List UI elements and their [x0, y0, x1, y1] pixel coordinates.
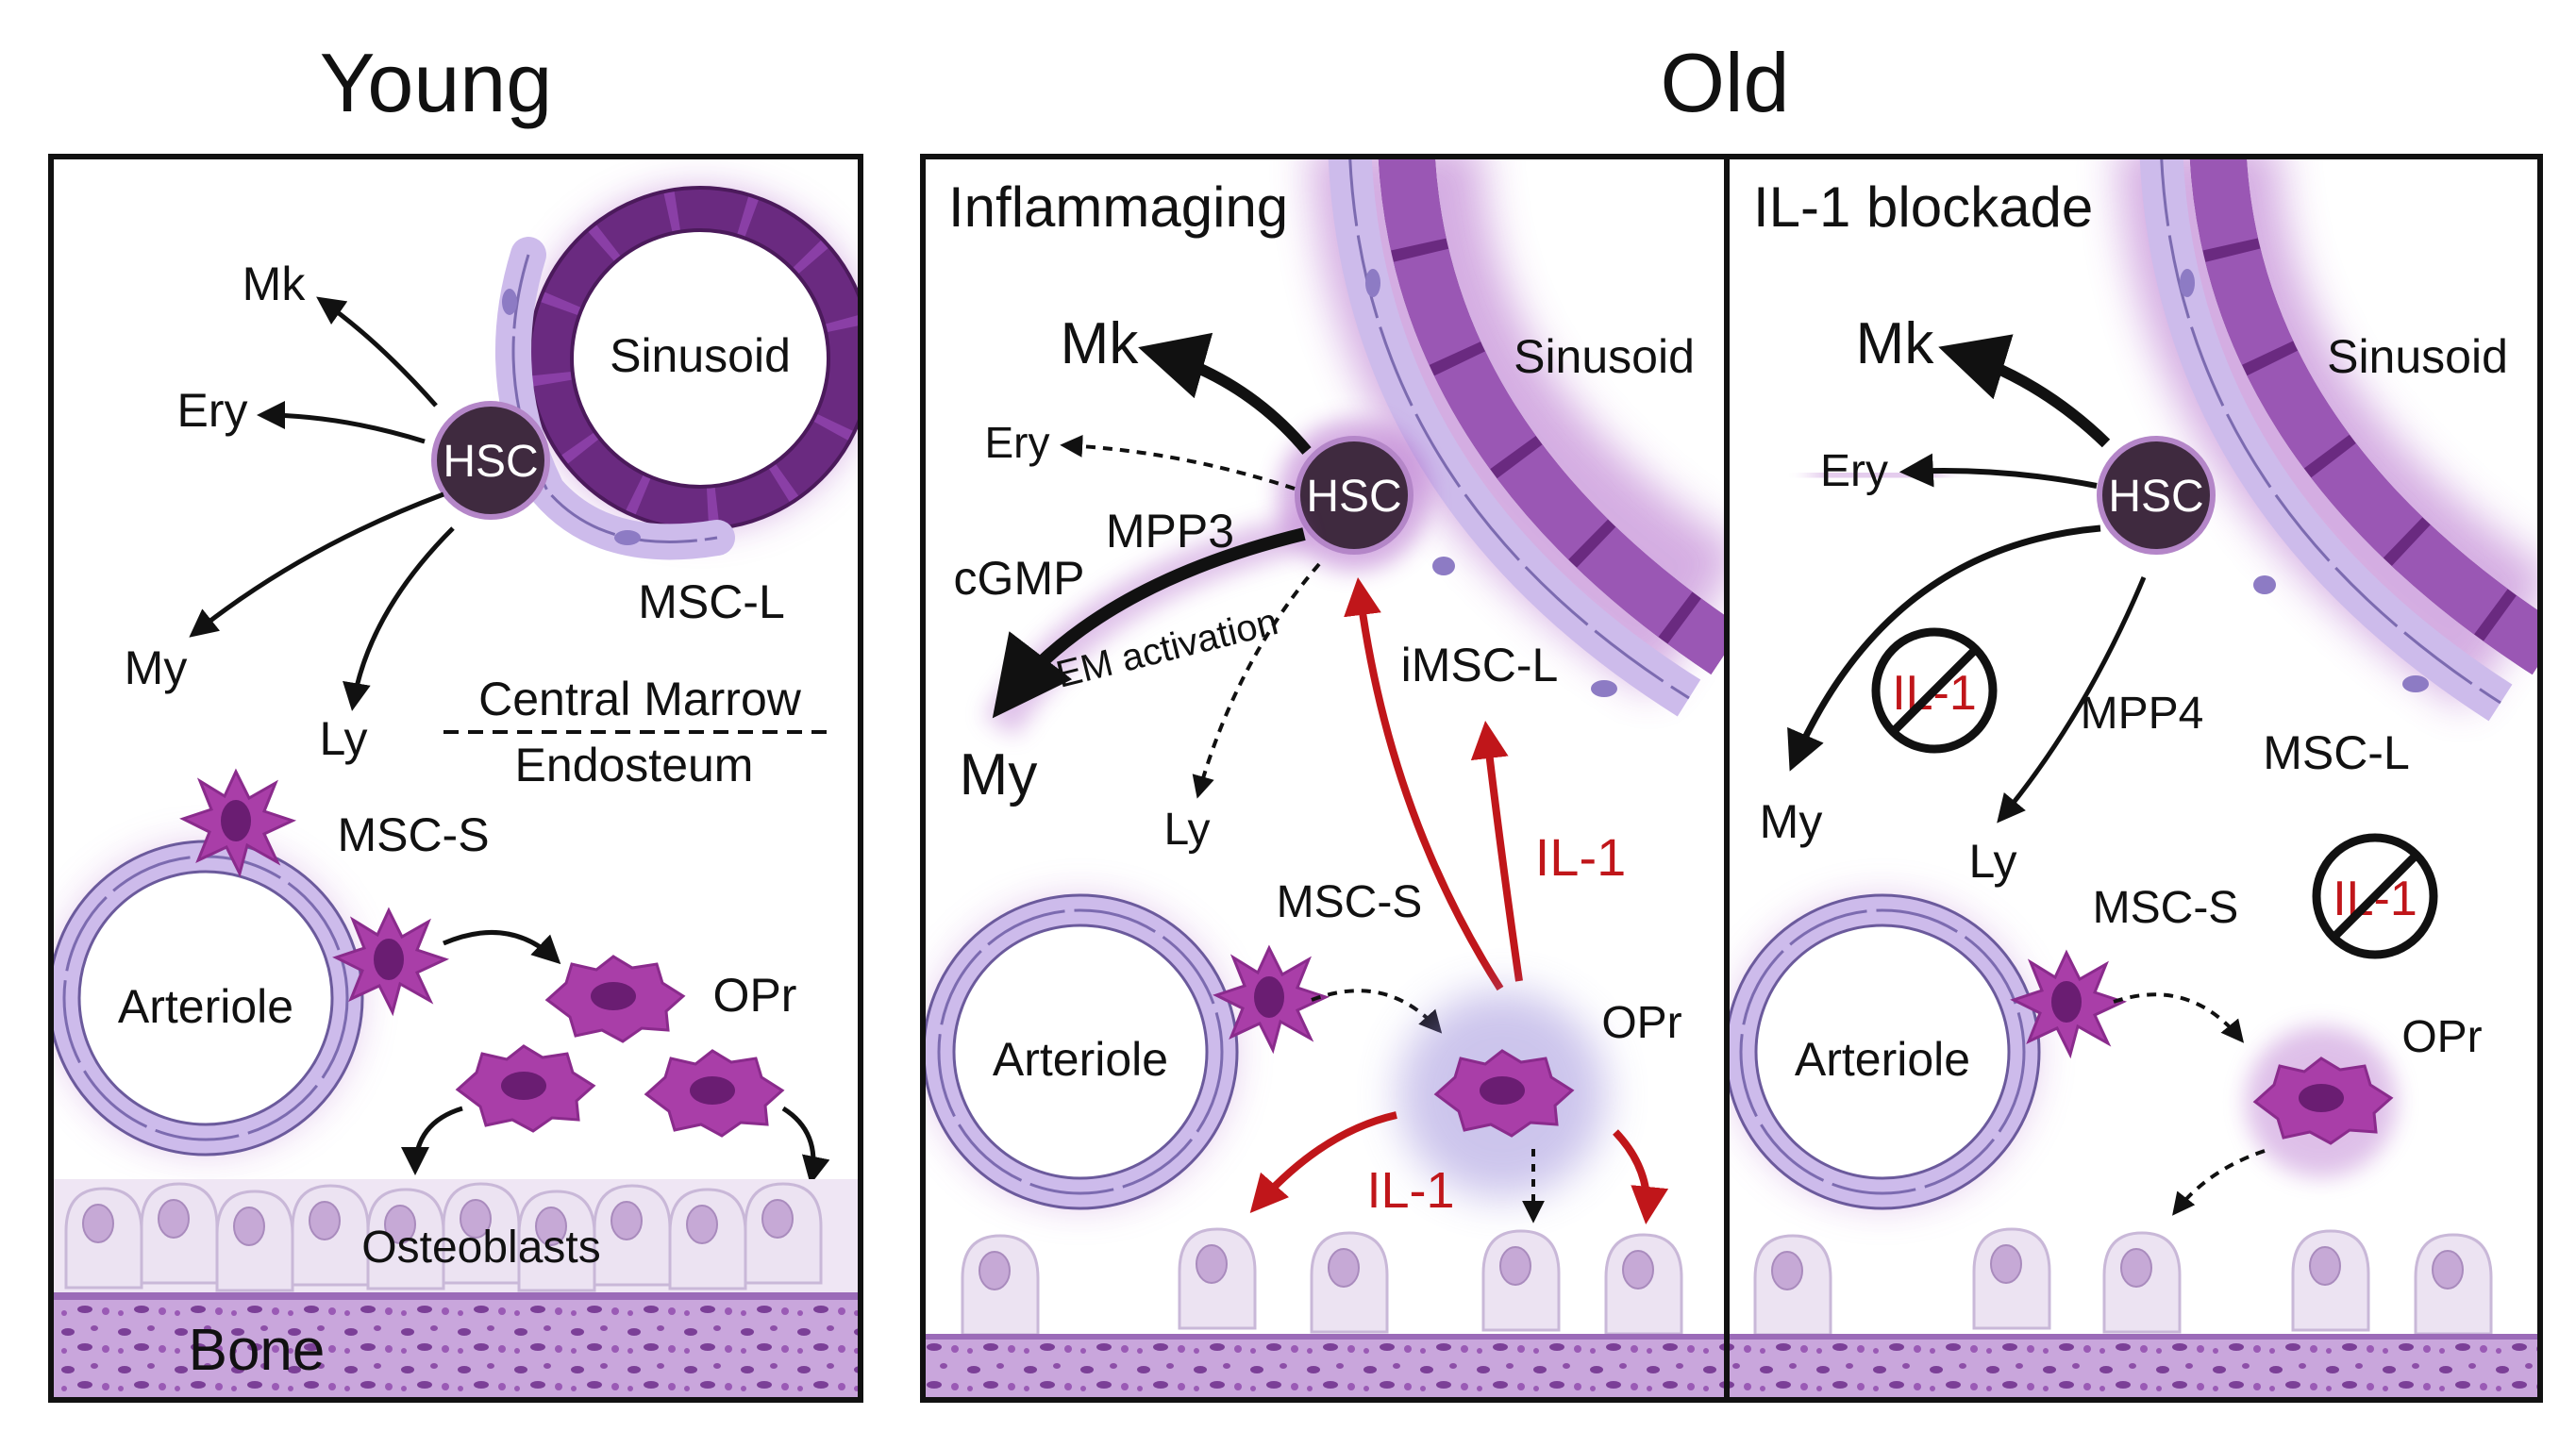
- msc-s-cell: [334, 908, 447, 1014]
- il1-arrow-to-hsc: [1344, 577, 1504, 991]
- ly-label: Ly: [1969, 835, 2017, 888]
- central-marrow-label: Central Marrow: [478, 673, 802, 725]
- hsc-label: HSC: [1306, 472, 1401, 522]
- arteriole-label: Arteriole: [118, 980, 293, 1033]
- hsc-cell: [2097, 436, 2216, 555]
- ly-label: Ly: [1164, 805, 1211, 855]
- sinusoid-label: Sinusoid: [2327, 330, 2508, 383]
- mk-label: Mk: [1856, 311, 1935, 376]
- msc-s-label: MSC-S: [2093, 883, 2239, 933]
- arrow-hsc-my: [992, 527, 1306, 719]
- sinusoid-label: Sinusoid: [1514, 330, 1695, 383]
- msc-l-label: MSC-L: [638, 575, 785, 628]
- hsc-label: HSC: [2108, 472, 2203, 522]
- arrow-hsc-mk: [316, 296, 438, 408]
- opr-cell-2: [456, 1044, 595, 1133]
- osteoblast-layer: [961, 1227, 1683, 1337]
- imsc-l-label: iMSC-L: [1401, 639, 1559, 691]
- panel-inflammaging: Inflammaging Sinusoid HSC Mk Ery My MPP3…: [920, 154, 1730, 1403]
- il1-arrow-to-imscl: [1470, 721, 1523, 982]
- header-old: Old: [1661, 36, 1790, 129]
- arrow-hsc-my: [189, 491, 444, 638]
- arrow-hsc-ly: [1997, 576, 2147, 824]
- mk-label: Mk: [243, 258, 307, 310]
- arrow-opr-ob-right: [781, 1106, 830, 1185]
- arrow-hsc-mk: [1138, 332, 1312, 455]
- panel-young-frame: [48, 154, 863, 1403]
- arrow-msc-opr: [443, 930, 561, 965]
- bone-label: Bone: [189, 1318, 326, 1383]
- arrow-hsc-ery: [257, 401, 426, 444]
- old-panels-frame: [920, 154, 2543, 1403]
- arrow-hsc-my: [1787, 524, 2101, 772]
- il1-label-upper: IL-1: [1535, 827, 1627, 887]
- blockade-title: IL-1 blockade: [1753, 175, 2093, 239]
- msc-s-label: MSC-S: [337, 808, 489, 861]
- sinusoid-label: Sinusoid: [610, 329, 791, 382]
- cgmp-label: cGMP: [954, 552, 1085, 605]
- mk-label: Mk: [1061, 311, 1140, 376]
- endosteum-label: Endosteum: [515, 739, 754, 791]
- my-label: My: [960, 742, 1038, 807]
- panel-blockade: IL-1 blockade Sinusoid HSC Mk Ery My Ly …: [1724, 154, 2543, 1403]
- arteriole-label: Arteriole: [1795, 1033, 1970, 1086]
- my-label: My: [125, 641, 188, 694]
- osteoblasts-label: Osteoblasts: [361, 1223, 600, 1273]
- msc-s-label: MSC-S: [1277, 877, 1423, 927]
- opr-cell-3: [644, 1049, 784, 1138]
- opr-cell-1: [545, 955, 685, 1043]
- arrow-hsc-mk: [1938, 334, 2111, 448]
- hsc-cell: [431, 401, 550, 520]
- no-il1-symbol-lower: IL-1: [2312, 833, 2438, 959]
- no-il1-symbol-upper: IL-1: [1871, 627, 1998, 754]
- ery-label: Ery: [177, 384, 248, 437]
- il1-label-lower: IL-1: [1366, 1162, 1454, 1219]
- hsc-cell: [1295, 436, 1413, 555]
- il1-arrow-to-ob-right: [1613, 1129, 1669, 1224]
- mpp3-label: MPP3: [1106, 505, 1234, 558]
- arrow-opr-ob-left: [401, 1106, 463, 1175]
- osteoblast-layer: [1753, 1227, 2493, 1337]
- ery-label: Ery: [1820, 446, 1888, 496]
- inflammaging-title: Inflammaging: [948, 175, 1288, 239]
- arrow-msc-opr: [2113, 992, 2245, 1043]
- ly-label: Ly: [320, 712, 368, 765]
- msc-s-cell: [2012, 951, 2125, 1057]
- arrow-hsc-ery: [1060, 434, 1296, 491]
- msc-l-label: MSC-L: [2263, 726, 2410, 779]
- hsc-label: HSC: [443, 437, 538, 487]
- ery-label: Ery: [985, 418, 1050, 467]
- arrow-hsc-ly: [343, 526, 455, 711]
- arrow-msc-opr: [1311, 989, 1443, 1034]
- bone-layer: [923, 1338, 1727, 1400]
- my-label: My: [1760, 795, 1823, 848]
- bone-layer: [1727, 1338, 2540, 1400]
- arrow-hsc-ly: [1192, 562, 1321, 799]
- opr-label: OPr: [713, 969, 797, 1022]
- arteriole-label: Arteriole: [993, 1033, 1168, 1086]
- msc-s-cell: [1214, 946, 1328, 1052]
- mpp4-label: MPP4: [2081, 689, 2204, 739]
- arrow-hsc-ery: [1899, 453, 2098, 489]
- opr-label: OPr: [1601, 998, 1681, 1048]
- il1-arrow-to-ob-left: [1249, 1111, 1397, 1214]
- header-young: Young: [320, 36, 552, 129]
- opr-label: OPr: [2401, 1012, 2482, 1062]
- arrow-opr-ob-dashed: [2172, 1149, 2266, 1216]
- panel-young: HSC Mk Ery My Ly Sinusoid MSC-L Central …: [48, 154, 863, 1403]
- bone-layer: [51, 1292, 861, 1400]
